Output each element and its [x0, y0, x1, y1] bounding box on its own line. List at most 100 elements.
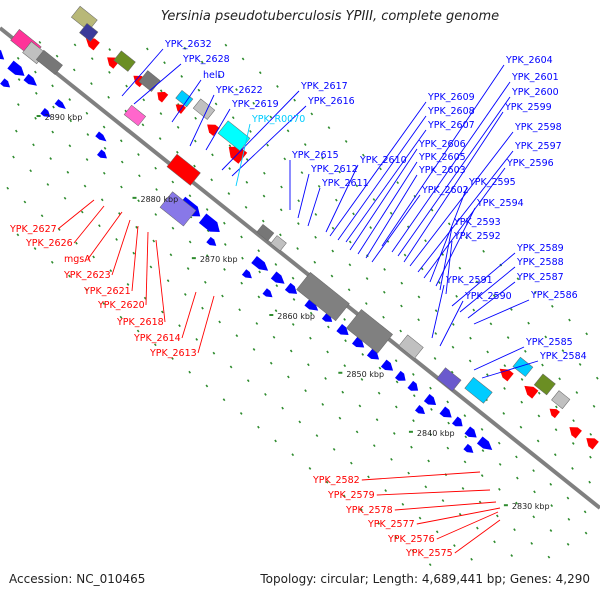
feature-block-3: [123, 104, 147, 127]
forward-gene: [463, 443, 474, 453]
grid-tick: [451, 345, 455, 349]
grid-tick: [137, 153, 140, 156]
grid-tick: [424, 485, 428, 489]
gene-label-ypk_2594: YPK_2594: [476, 198, 524, 209]
grid-tick: [390, 457, 393, 461]
grid-tick: [544, 335, 548, 339]
leader-line: [329, 101, 427, 237]
leader-line: [481, 360, 539, 379]
leader-line: [297, 173, 310, 219]
grid-tick: [595, 376, 599, 380]
leader-line: [416, 507, 501, 525]
grid-tick: [52, 105, 55, 109]
forward-gene: [54, 99, 66, 109]
forward-gene: [251, 255, 269, 271]
grid-tick: [515, 501, 518, 505]
reverse-gene: [228, 146, 248, 164]
grid-tick: [201, 306, 204, 310]
reverse-gene-body: [569, 427, 582, 439]
forward-gene-body: [476, 436, 493, 450]
feature-block-11: [436, 367, 462, 392]
grid-tick: [377, 521, 381, 525]
grid-tick: [223, 268, 226, 271]
leader-line: [403, 111, 504, 263]
forward-gene: [476, 436, 493, 450]
reverse-block-4-body: [175, 89, 194, 108]
grid-tick: [119, 139, 123, 143]
grid-tick: [257, 295, 261, 299]
grid-tick: [80, 210, 84, 214]
grid-tick: [344, 339, 347, 343]
grid-tick: [519, 425, 523, 429]
grid-tick: [486, 373, 489, 377]
grid-tick: [115, 238, 118, 241]
grid-tick: [338, 170, 341, 174]
grid-tick: [441, 499, 445, 503]
grid-tick: [266, 143, 269, 147]
grid-tick: [463, 414, 467, 418]
reverse-block-2: [113, 50, 136, 72]
grid-tick: [480, 474, 484, 478]
grid-tick: [66, 170, 70, 174]
grid-tick: [532, 515, 536, 519]
gene-label-ypk_2614: YPK_2614: [133, 333, 181, 344]
gene-label-ypk_2600: YPK_2600: [511, 87, 559, 98]
leader-line: [439, 226, 453, 291]
forward-gene-body: [336, 324, 349, 336]
forward-gene-body: [463, 443, 474, 453]
grid-tick: [447, 222, 451, 226]
reverse-gene: [85, 37, 100, 51]
reverse-gene-body: [549, 408, 560, 419]
grid-tick: [16, 56, 20, 60]
grid-tick: [203, 280, 207, 284]
grid-tick: [527, 321, 530, 325]
grid-tick: [536, 439, 540, 443]
forward-gene-body: [97, 149, 108, 159]
feature-block-9: [346, 309, 393, 354]
grid-tick: [194, 116, 197, 120]
grid-tick: [261, 219, 265, 223]
grid-tick: [269, 115, 273, 119]
grid-tick: [188, 240, 192, 244]
grid-tick: [384, 489, 388, 493]
grid-tick: [46, 183, 50, 186]
gene-label-ypk_2598: YPK_2598: [514, 122, 562, 133]
reverse-gene-body: [207, 124, 220, 136]
forward-gene: [336, 324, 349, 336]
grid-tick: [23, 200, 27, 204]
grid-tick: [291, 453, 295, 457]
grid-tick: [227, 192, 231, 195]
gene-label-ypk_2620: YPK_2620: [97, 300, 145, 311]
grid-tick: [325, 480, 329, 484]
grid-tick: [293, 98, 296, 102]
feature-block-4: [166, 153, 201, 186]
reverse-block-3-body: [138, 70, 161, 92]
grid-tick: [355, 430, 359, 434]
grid-tick: [537, 391, 541, 395]
grid-tick: [468, 359, 472, 363]
gene-label-layer: YPK_2632YPK_2628helDYPK_2622YPK_2619YPK_…: [9, 39, 587, 559]
grid-tick: [155, 188, 158, 191]
grid-tick: [29, 169, 33, 173]
leader-line: [325, 164, 359, 233]
reverse-gene: [207, 124, 220, 136]
genome-backbone: [0, 26, 600, 510]
grid-tick: [520, 377, 524, 381]
grid-tick: [321, 156, 324, 160]
grid-tick: [264, 392, 267, 396]
grid-tick: [125, 84, 128, 88]
grid-tick: [438, 281, 441, 285]
leader-line: [381, 64, 505, 247]
grid-tick: [506, 336, 510, 339]
leader-line: [451, 252, 516, 307]
grid-tick: [430, 407, 433, 411]
grid-tick: [154, 166, 157, 170]
grid-tick: [401, 502, 405, 506]
grid-tick: [279, 208, 283, 212]
reverse-block-9: [551, 390, 571, 410]
forward-gene: [423, 394, 437, 406]
grid-tick: [463, 460, 467, 464]
forward-gene: [97, 149, 108, 159]
grid-tick: [503, 387, 506, 390]
